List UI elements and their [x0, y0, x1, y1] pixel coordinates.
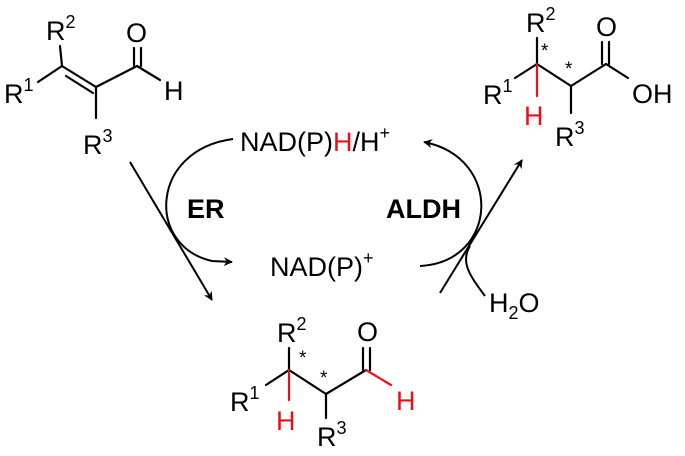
- carbonyl-o-label: O: [126, 18, 147, 48]
- ald-r3-label: R3: [317, 418, 347, 452]
- product-acid: R2 R1 R3 H O OH * *: [483, 4, 673, 152]
- intermediate-aldehyde: R2 R1 R3 H O H * *: [230, 314, 416, 452]
- water-curve: [465, 245, 486, 297]
- bond-c3-h: [135, 64, 162, 82]
- aldh-cofactor-curve-arrow: [419, 139, 483, 267]
- acid-bond-c2-c3: [569, 62, 608, 88]
- aldehyde-h-label: H: [164, 76, 184, 106]
- bond-c1-c2-double-inner: [64, 74, 95, 95]
- acid-r1-label: R1: [483, 76, 513, 110]
- bond-c1-r2: [58, 44, 64, 68]
- acid-bond-c1-r1: [513, 62, 539, 80]
- bond-c1-r1: [36, 64, 64, 84]
- stereocenter-star-2: *: [565, 59, 573, 80]
- stereocenter-star-1: *: [541, 41, 549, 62]
- acid-new-h-label: H: [524, 101, 544, 131]
- ald-stereocenter-star-1: *: [299, 348, 307, 369]
- ald-r1-label: R1: [230, 383, 260, 417]
- ald-bond-c3-h: [364, 368, 393, 387]
- cofactor-reduced: NAD(P)H/H+: [240, 123, 390, 157]
- acid-bond-c1-c2: [535, 62, 573, 88]
- er-cofactor-curve-arrow: [165, 138, 234, 267]
- bond-c2-c3: [94, 64, 139, 89]
- ald-bond-c2-c3: [324, 368, 368, 396]
- r1-label: R1: [4, 75, 34, 109]
- acid-bond-c3-oh: [604, 62, 630, 80]
- acid-carbonyl-o-label: O: [596, 12, 617, 42]
- ald-r2-label: R2: [277, 314, 307, 348]
- acid-r3-label: R3: [555, 118, 585, 152]
- acid-r2-label: R2: [526, 4, 556, 38]
- water-label: H2O: [489, 288, 540, 323]
- r2-label: R2: [46, 12, 76, 46]
- acid-oh-label: OH: [632, 79, 673, 109]
- bond-c1-c2-double: [60, 64, 98, 89]
- substrate-enal: R2 R1 R3 O H: [4, 12, 184, 160]
- ald-bond-c1-r1: [264, 368, 291, 387]
- ald-stereocenter-star-2: *: [320, 368, 328, 389]
- ald-aldehyde-h-label: H: [396, 386, 416, 416]
- ald-new-h-label: H: [276, 406, 296, 436]
- ald-carbonyl-o-label: O: [357, 317, 378, 347]
- aldh-oxidation-arrow: [439, 159, 523, 294]
- enzyme-er-label: ER: [187, 194, 225, 224]
- r3-label: R3: [83, 126, 113, 160]
- er-reduction-arrow: [129, 161, 213, 301]
- cofactor-oxidized: NAD(P)+: [270, 248, 374, 282]
- enzyme-aldh-label: ALDH: [386, 194, 461, 224]
- ald-bond-c1-c2: [287, 368, 328, 396]
